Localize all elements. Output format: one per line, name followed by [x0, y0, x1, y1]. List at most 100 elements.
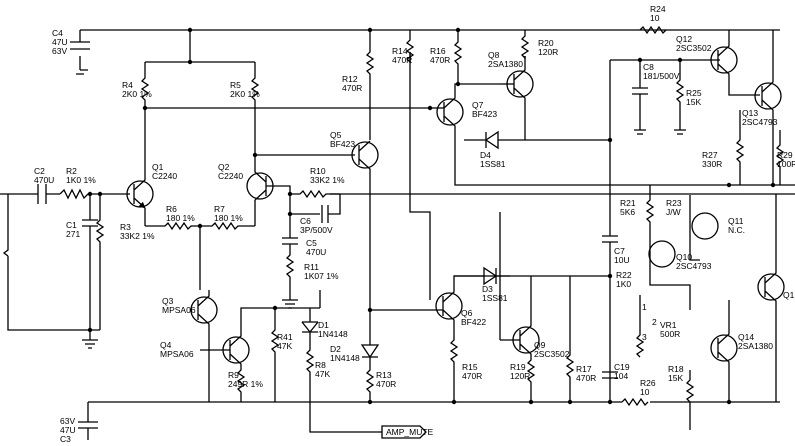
- label-line: 47U: [52, 37, 68, 47]
- label-line: 104: [614, 371, 628, 381]
- label-line: 2SC4793: [676, 261, 712, 271]
- label-line: R24: [650, 4, 666, 14]
- transistor-q3: [190, 290, 218, 402]
- label-line: 10: [650, 13, 660, 23]
- label-line: 470R: [342, 83, 362, 93]
- transistor-q14: [710, 300, 738, 402]
- transistor-q5: [351, 30, 379, 300]
- input-network: [0, 184, 130, 349]
- transistor-q15: [757, 194, 785, 402]
- label-vr1-pin2: 2: [652, 317, 657, 327]
- label-line: 10U: [614, 255, 630, 265]
- capacitor-c3: [78, 402, 98, 440]
- label-line: BF422: [461, 317, 486, 327]
- label-line: 120R: [510, 371, 530, 381]
- label-line: 470R: [462, 371, 482, 381]
- label-line: R19: [510, 362, 526, 372]
- label-line: Q14: [738, 332, 754, 342]
- label-line: C6: [300, 216, 311, 226]
- label-line: R20: [538, 38, 554, 48]
- label-line: Q6: [461, 308, 473, 318]
- label-line: 10: [640, 387, 650, 397]
- label-line: R10: [310, 166, 326, 176]
- label-line: D2: [330, 344, 341, 354]
- resistor-r17: [565, 276, 575, 402]
- vbe-multiplier: [635, 185, 719, 358]
- label-line: 470R: [392, 55, 412, 65]
- label-line: 33K2 1%: [120, 231, 155, 241]
- label-line: Q13: [742, 108, 758, 118]
- label-line: R4: [122, 80, 133, 90]
- label-line: C1: [66, 220, 77, 230]
- label-line: D4: [480, 150, 491, 160]
- label-line: 63V: [52, 46, 67, 56]
- label-line: R7: [214, 204, 225, 214]
- label-line: VR1: [660, 320, 677, 330]
- resistor-r27: [735, 110, 745, 185]
- label-line: C8: [643, 62, 654, 72]
- label-line: R15: [462, 362, 478, 372]
- output-bus: [330, 184, 795, 195]
- transistor-q7: [430, 83, 500, 186]
- transistor-q2: [246, 160, 279, 226]
- label-line: R41: [277, 332, 293, 342]
- label-line: 47U: [60, 425, 76, 435]
- label-line: R18: [668, 364, 684, 374]
- label-line: R22: [616, 270, 632, 280]
- diode-d2: [360, 310, 380, 402]
- label-line: 2SC3502: [534, 349, 570, 359]
- capacitor-c4: [70, 41, 90, 75]
- label-line: C3: [60, 434, 71, 444]
- label-line: 2K0 1%: [230, 89, 260, 99]
- label-line: D3: [482, 284, 493, 294]
- label-line: N.C.: [728, 225, 745, 235]
- resistors-r14-r16: [405, 30, 463, 84]
- label-line: 1N4148: [318, 329, 348, 339]
- amp-mute-tag-shape: [381, 425, 427, 439]
- resistor-r26: [621, 397, 649, 407]
- label-line: Q12: [676, 34, 692, 44]
- label-line: R27: [702, 150, 718, 160]
- label-line: 470R: [430, 55, 450, 65]
- label-line: Q3: [162, 296, 174, 306]
- label-line: 120R: [538, 47, 558, 57]
- label-line: 2SC3502: [676, 43, 712, 53]
- label-line: 1K07 1%: [304, 271, 339, 281]
- label-line: 181/500V: [643, 71, 680, 81]
- label-line: 2SA1380: [488, 59, 523, 69]
- label-line: MPSA06: [162, 305, 196, 315]
- label-line: MPSA06: [160, 349, 194, 359]
- label-line: C7: [614, 246, 625, 256]
- label-line: BF423: [472, 109, 497, 119]
